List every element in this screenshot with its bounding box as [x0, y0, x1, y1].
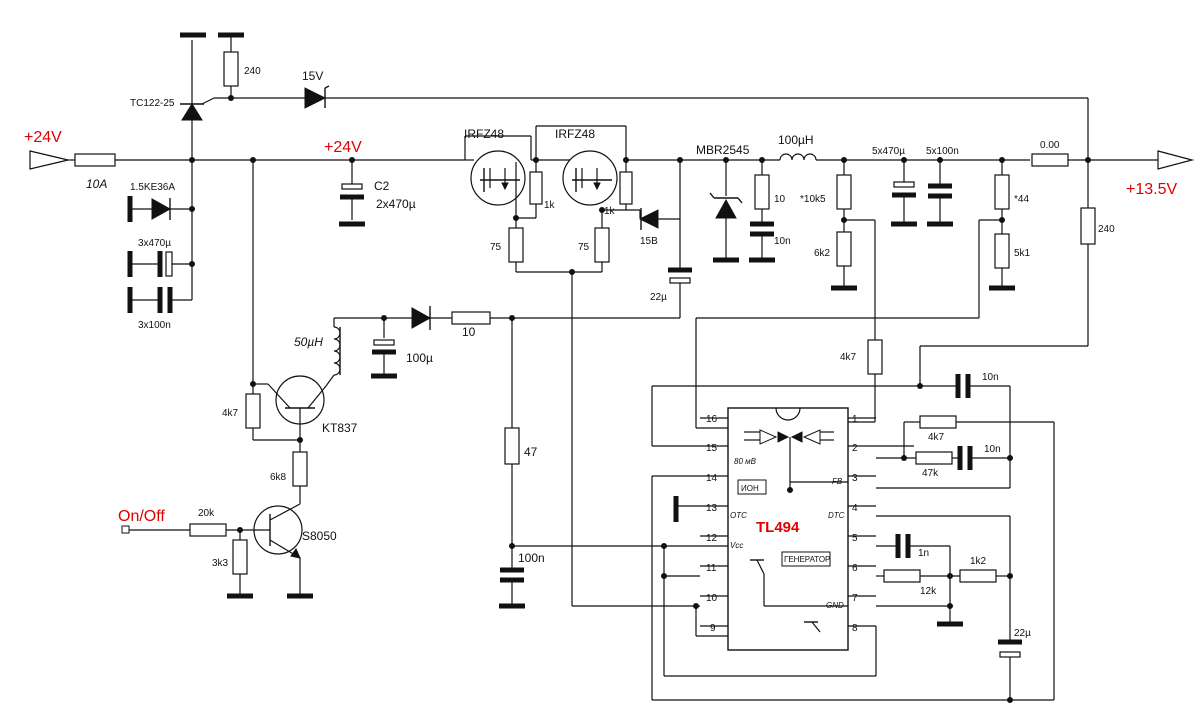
- pin-9: 9: [710, 623, 716, 634]
- q1-label: IRFZ48: [464, 127, 504, 141]
- thyristor-label: TC122-25: [130, 98, 175, 109]
- input-stage: [29, 32, 1089, 313]
- rgate-label: 240: [244, 66, 261, 77]
- pin-11: 11: [706, 563, 717, 574]
- pin-8: 8: [852, 623, 858, 634]
- gen-label: ГЕНЕРАТОР: [784, 555, 830, 564]
- fuse: [74, 153, 116, 167]
- net-rail-label: +24V: [324, 139, 362, 156]
- net-vin-label: +24V: [24, 129, 62, 146]
- r47k-label: 47k: [922, 468, 939, 479]
- net-onoff-label: On/Off: [118, 508, 165, 525]
- fb-label: FB: [832, 477, 843, 486]
- c1n-label: 1n: [918, 548, 929, 559]
- gnd-label: GND: [826, 601, 844, 610]
- r44-label: *44: [1014, 194, 1029, 205]
- r10k5-label: *10k5: [800, 194, 826, 205]
- r1k-a-label: 1k: [544, 200, 556, 211]
- l50-label: 50µH: [294, 335, 323, 349]
- c22u-top-label: 22µ: [650, 292, 667, 303]
- zener15b-label: 15B: [640, 236, 658, 247]
- net-vout-label: +13.5V: [1126, 181, 1177, 198]
- c22u-b-label: 22µ: [1014, 628, 1031, 639]
- otc-label: OTC: [730, 511, 747, 520]
- r47-label: 47: [524, 445, 538, 459]
- thyristor-symbol: [181, 103, 203, 121]
- zener15-label: 15V: [302, 69, 323, 83]
- pin-4: 4: [852, 503, 858, 514]
- pin-2: 2: [852, 443, 858, 454]
- pin-1: 1: [852, 414, 858, 425]
- pin-3: 3: [852, 473, 858, 484]
- output-terminal: [1157, 150, 1195, 170]
- output-filter: [695, 150, 1195, 429]
- r5k1-label: 5k1: [1014, 248, 1031, 259]
- ion-label: ИОН: [741, 484, 759, 493]
- r4k7-b-label: 4k7: [840, 352, 857, 363]
- r75-b-label: 75: [578, 242, 590, 253]
- r000-label: 0.00: [1040, 140, 1060, 151]
- r4k7-c-label: 4k7: [928, 432, 945, 443]
- ion-block: [737, 479, 767, 495]
- r240b-label: 240: [1098, 224, 1115, 235]
- input-terminal: [29, 150, 69, 170]
- pin-15: 15: [706, 443, 718, 454]
- kt837-label: KT837: [322, 421, 358, 435]
- fuse-label: 10A: [86, 177, 107, 191]
- pin-6: 6: [852, 563, 858, 574]
- c100u-label: 100µ: [406, 351, 433, 365]
- r1k2-label: 1k2: [970, 556, 987, 567]
- r4k7-a-label: 4k7: [222, 408, 239, 419]
- aux-label: 80 мВ: [734, 457, 757, 466]
- cin2-label: 3x100n: [138, 320, 171, 331]
- r3k3-label: 3k3: [212, 558, 229, 569]
- dtc-label: DTC: [828, 511, 845, 520]
- r10-label: 10: [774, 194, 786, 205]
- r10b-label: 10: [462, 325, 476, 339]
- r6k8-label: 6k8: [270, 472, 287, 483]
- c10n-label: 10n: [774, 236, 791, 247]
- cout2-label: 5x100n: [926, 146, 959, 157]
- c10n-b-label: 10n: [984, 444, 1001, 455]
- r12k-label: 12k: [920, 586, 937, 597]
- mosfet-q2: [562, 150, 618, 206]
- cin1-label: 3x470µ: [138, 238, 171, 249]
- pin-14: 14: [706, 473, 718, 484]
- cout1-label: 5x470µ: [872, 146, 905, 157]
- chip-body: [727, 407, 849, 651]
- mosfet-q1: [470, 150, 526, 206]
- pin-13: 13: [706, 503, 718, 514]
- c10n-a-label: 10n: [982, 372, 999, 383]
- chip-peripherals: [572, 374, 1055, 703]
- l100-label: 100µH: [778, 133, 814, 147]
- pin-16: 16: [706, 414, 718, 425]
- r20k-label: 20k: [198, 508, 215, 519]
- c2-val-label: 2x470µ: [376, 197, 416, 211]
- chip-name-label: TL494: [756, 519, 800, 536]
- pin-12: 12: [706, 533, 718, 544]
- pin-10: 10: [706, 593, 718, 604]
- oscillator-block: [781, 551, 831, 567]
- tvs-label: 1.5KE36A: [130, 182, 175, 193]
- s8050-label: S8050: [302, 529, 337, 543]
- r1k-b-label: 1k: [604, 206, 616, 217]
- mosfet-switches: [464, 125, 780, 606]
- tl494-chip: [700, 407, 876, 651]
- mbr-label: MBR2545: [696, 143, 750, 157]
- q2-label: IRFZ48: [555, 127, 595, 141]
- labels: +24V +24V +13.5V On/Off 10A 1.5KE36A 3x4…: [24, 66, 1177, 639]
- c2-ref-label: C2: [374, 179, 390, 193]
- pin-7: 7: [852, 593, 858, 604]
- onoff-terminal: [121, 525, 130, 534]
- aux-supply: [121, 160, 728, 609]
- c100n-label: 100n: [518, 551, 545, 565]
- r75-a-label: 75: [490, 242, 502, 253]
- vcc-label: Vcc: [730, 541, 743, 550]
- pin-5: 5: [852, 533, 858, 544]
- r6k2-label: 6k2: [814, 248, 831, 259]
